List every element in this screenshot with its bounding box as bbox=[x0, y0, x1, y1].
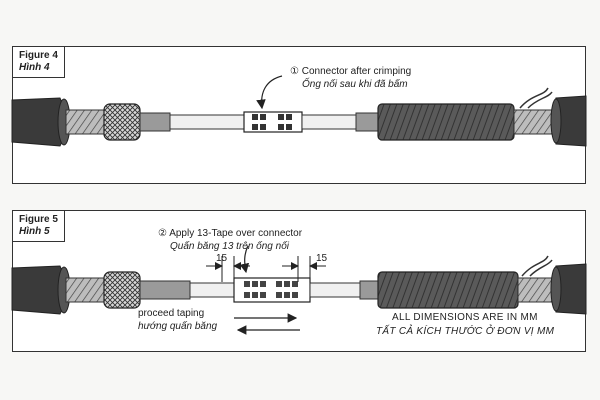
taping-label-en: proceed taping bbox=[138, 308, 205, 319]
callout-text-en: Apply 13-Tape over connector bbox=[169, 228, 303, 239]
dimension-right-label: 15 bbox=[316, 253, 328, 264]
figure-5-label: Figure 5 Hình 5 bbox=[13, 211, 65, 242]
figure-5-title: Figure 5 bbox=[19, 214, 58, 225]
figure-5-callout-arrow bbox=[239, 245, 250, 274]
right-insulation bbox=[359, 280, 379, 300]
right-conductor bbox=[309, 282, 361, 298]
callout-number: ① bbox=[290, 66, 299, 77]
units-note-en: ALL DIMENSIONS ARE IN MM bbox=[392, 312, 538, 323]
left-conductor bbox=[189, 282, 235, 298]
dimension-left-label: 15 bbox=[216, 253, 228, 264]
taping-label-vi: hướng quấn băng bbox=[138, 321, 218, 332]
callout-text-en: Connector after crimping bbox=[301, 66, 412, 77]
figure-5-callout: ② Apply 13-Tape over connector bbox=[158, 228, 302, 240]
figure-4-title-vi: Hình 4 bbox=[19, 62, 50, 73]
figure-4-callout: ① Connector after crimping bbox=[290, 66, 411, 78]
right-shrink-tube bbox=[377, 103, 515, 141]
left-screen-wires bbox=[65, 277, 107, 303]
right-shrink-tube bbox=[377, 271, 519, 309]
dimension-right bbox=[282, 256, 326, 282]
right-insulation bbox=[355, 112, 379, 132]
figure-4-callout-arrow bbox=[256, 75, 283, 110]
left-knurled-ring bbox=[103, 271, 141, 309]
figure-4-title: Figure 4 bbox=[19, 50, 58, 61]
callout-number: ② bbox=[158, 228, 167, 239]
left-conductor bbox=[169, 114, 245, 130]
left-knurled-ring bbox=[103, 103, 141, 141]
left-screen-wires bbox=[65, 109, 107, 135]
left-insulation bbox=[139, 112, 171, 132]
figure-4-callout-vi: Ống nối sau khi đã bấm bbox=[302, 79, 408, 90]
figure-5-title-vi: Hình 5 bbox=[19, 226, 50, 237]
figure-5-cable bbox=[11, 245, 587, 335]
right-conductor bbox=[301, 114, 357, 130]
figure-4-label: Figure 4 Hình 4 bbox=[13, 47, 65, 78]
taping-direction-arrows bbox=[234, 313, 300, 335]
figure-4-cable bbox=[11, 75, 587, 147]
figure-5-callout-vi: Quấn băng 13 trên ống nối bbox=[170, 241, 289, 252]
units-note-vi: TẤT CẢ KÍCH THƯỚC Ở ĐƠN VỊ MM bbox=[376, 326, 555, 337]
left-insulation bbox=[139, 280, 191, 300]
